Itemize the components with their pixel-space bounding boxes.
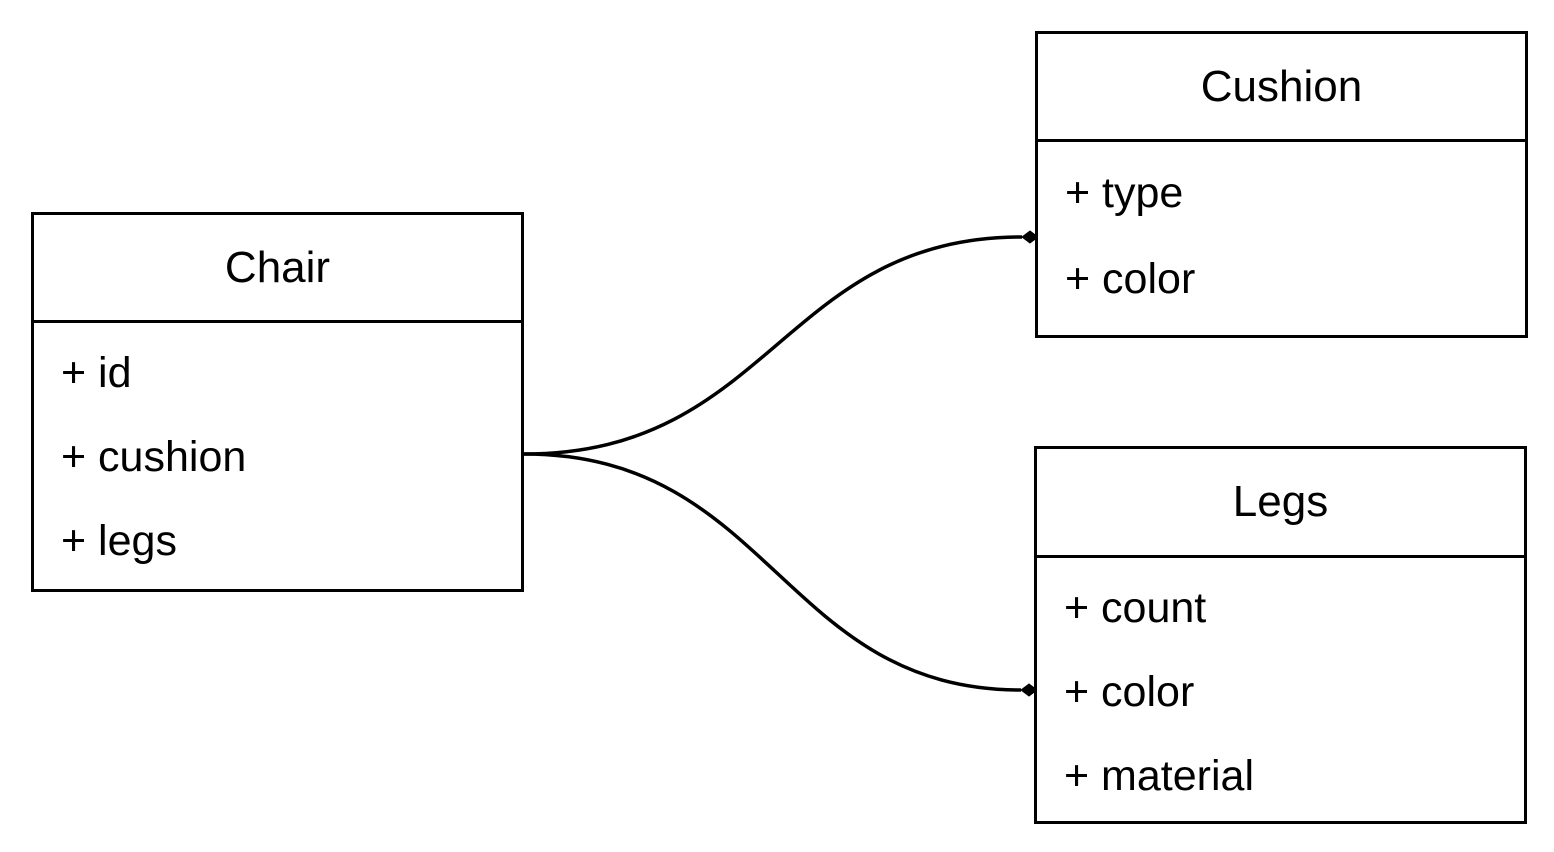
connector-chair-cushion[interactable] [523, 230, 1039, 456]
class-attributes: + count + color + material [1037, 558, 1524, 821]
class-title: Legs [1037, 449, 1524, 558]
connector-chair-cushion-line[interactable] [523, 235, 1023, 456]
class-box-legs[interactable]: Legs + count + color + material [1034, 446, 1527, 824]
attribute: + type [1065, 168, 1184, 217]
connector-chair-legs-line[interactable] [523, 452, 1022, 692]
attribute: + color [1064, 667, 1195, 716]
connector-chair-legs[interactable] [523, 452, 1038, 697]
attribute: + cushion [61, 432, 247, 481]
class-box-cushion[interactable]: Cushion + type + color [1035, 31, 1528, 338]
attribute: + color [1065, 254, 1196, 303]
attribute: + count [1064, 583, 1207, 632]
class-title: Chair [34, 215, 521, 323]
class-title: Cushion [1038, 34, 1525, 142]
class-attributes: + id + cushion + legs [34, 323, 521, 589]
class-box-chair[interactable]: Chair + id + cushion + legs [31, 212, 524, 592]
attribute: + legs [61, 516, 177, 565]
attribute: + id [61, 348, 132, 397]
class-attributes: + type + color [1038, 142, 1525, 335]
attribute: + material [1064, 751, 1254, 800]
